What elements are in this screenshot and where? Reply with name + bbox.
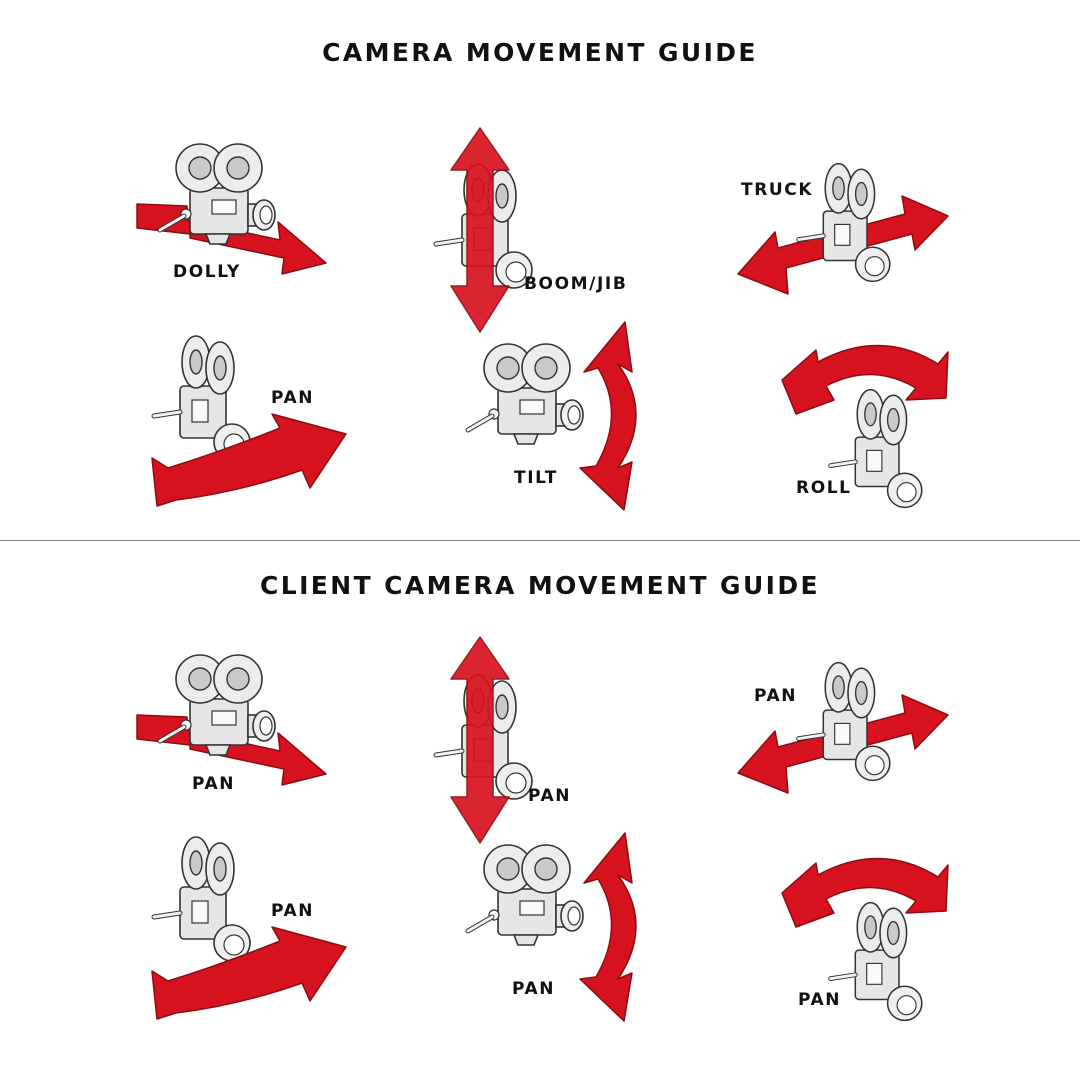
section-title: CLIENT CAMERA MOVEMENT GUIDE [260, 571, 820, 600]
movie-camera-icon [468, 344, 583, 444]
truck-label: TRUCK [741, 180, 814, 200]
curved-arrow-icon [151, 926, 347, 1020]
dolly-label: DOLLY [173, 262, 241, 282]
movie-camera-icon [154, 336, 250, 460]
movement-illustrations [136, 127, 949, 511]
movie-camera-icon [468, 845, 583, 945]
pan-label: PAN [512, 979, 556, 999]
curved-arrow-icon [151, 413, 347, 507]
tilt-label: TILT [514, 468, 558, 488]
guide-section-top: CAMERA MOVEMENT GUIDE D [0, 0, 1080, 540]
pan-label: PAN [528, 786, 572, 806]
movement-illustrations [136, 636, 949, 1081]
pan-label: PAN [754, 686, 798, 706]
curved-arrow-icon [579, 832, 637, 1022]
section-title: CAMERA MOVEMENT GUIDE [322, 38, 758, 67]
roll-label: ROLL [796, 478, 852, 498]
pan-label: PAN [271, 901, 315, 921]
curved-arrow-icon [781, 344, 949, 415]
section-divider [0, 540, 1080, 541]
movie-camera-icon [154, 837, 250, 961]
pan-label: PAN [798, 990, 842, 1010]
pan-label: PAN [271, 388, 315, 408]
vertical-double-arrow-icon [450, 636, 510, 844]
vertical-double-arrow-icon [450, 127, 510, 333]
guide-section-bottom: CLIENT CAMERA MOVEMENT GUIDE [0, 541, 1080, 1081]
boom-jib-label: BOOM/JIB [524, 274, 628, 294]
curved-arrow-icon [781, 857, 949, 928]
pan-label: PAN [192, 774, 236, 794]
movie-camera-icon [831, 903, 922, 1021]
curved-arrow-icon [579, 321, 637, 511]
